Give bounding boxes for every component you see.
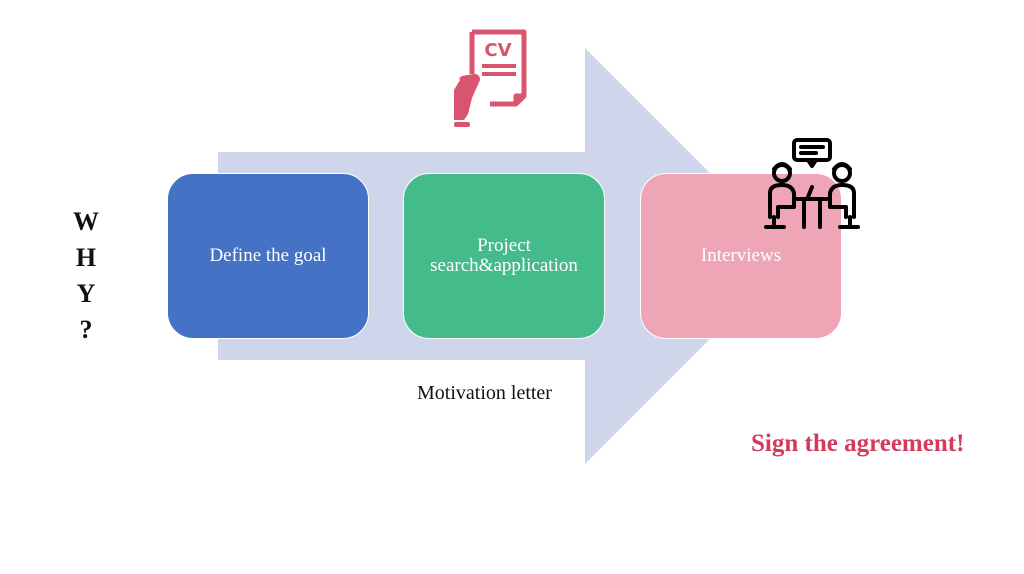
cv-document-icon: CV [454,29,527,127]
step-label: Define the goal [209,245,327,266]
step-label: Interviews [700,245,782,266]
why-letter: W [73,207,99,236]
why-vertical-label: W H Y ? [66,204,106,348]
why-letter: H [75,243,97,272]
why-letter: ? [79,315,93,344]
step-project-search: Project search&application [403,173,605,339]
why-letter: Y [76,279,96,308]
step-define-goal: Define the goal [167,173,369,339]
meeting-interview-icon [764,138,860,229]
svg-text:CV: CV [484,40,511,61]
motivation-letter-label: Motivation letter [417,382,552,404]
sign-agreement-label: Sign the agreement! [751,430,965,457]
step-label-line1: Project [477,235,531,256]
step-label-line2: search&application [430,255,578,276]
